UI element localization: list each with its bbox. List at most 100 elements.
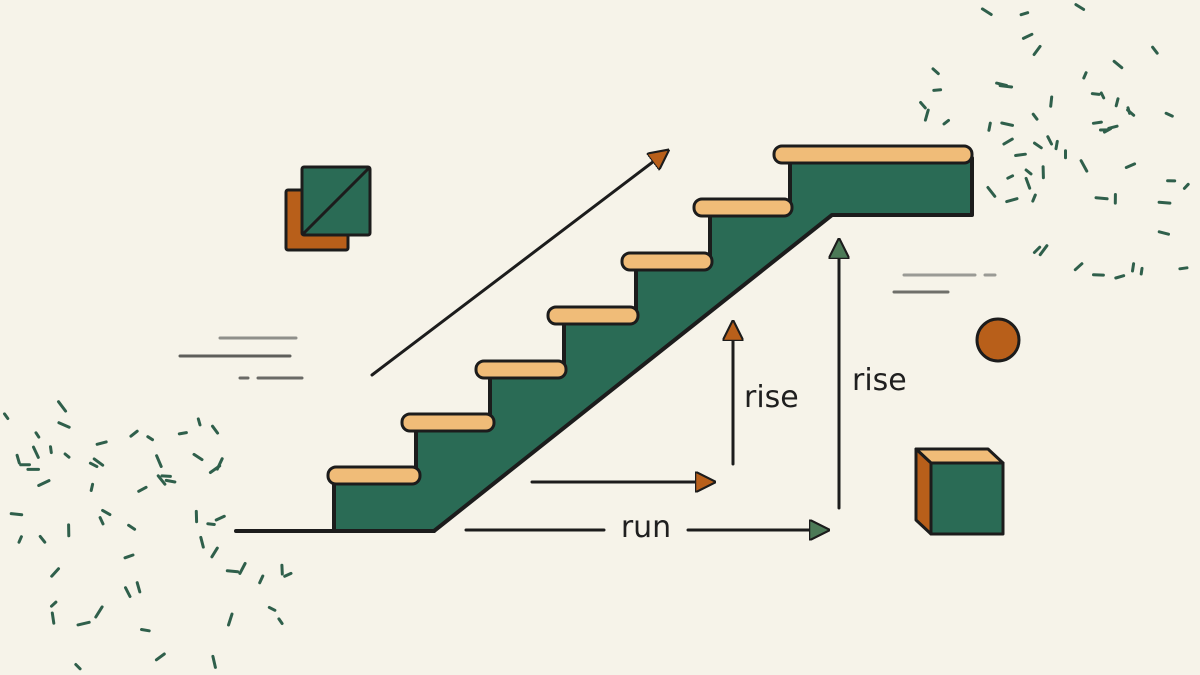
inner-rise-label: rise (744, 380, 799, 415)
decorative-dash (210, 546, 219, 559)
decorative-dash (199, 535, 205, 549)
decorative-dash (146, 435, 154, 442)
decorative-dash (986, 186, 997, 198)
decorative-dash (942, 118, 950, 126)
decorative-dash (1005, 197, 1019, 204)
decorative-dash (1074, 3, 1086, 11)
decorative-dash (196, 417, 202, 427)
decorative-dash (1033, 141, 1043, 150)
decorative-dash (1114, 274, 1126, 280)
decorative-dash (50, 611, 56, 625)
decorative-dash (1038, 244, 1049, 257)
decorative-dash (74, 663, 82, 671)
tread-3 (474, 359, 568, 380)
decorative-dash (98, 516, 105, 526)
tread-1 (326, 465, 422, 486)
decorative-dash (49, 445, 53, 455)
decorative-dash (1131, 262, 1136, 273)
decorative-dash (1164, 111, 1174, 118)
decorative-dash (206, 522, 216, 526)
decorative-dash (57, 421, 71, 429)
decorative-dash (225, 569, 240, 574)
decorative-dash (1157, 230, 1170, 236)
decorative-dash (987, 121, 992, 132)
decorative-dash (1082, 71, 1088, 80)
tread-6 (692, 197, 794, 218)
decorative-dash (258, 574, 265, 585)
decorative-dash (89, 482, 95, 492)
tread-4 (546, 305, 640, 326)
decorative-dash (1099, 91, 1106, 100)
decorative-dash (1024, 176, 1032, 190)
decorative-dash (1054, 139, 1059, 151)
decorative-dash (1021, 32, 1034, 40)
cube-icon (914, 447, 1005, 536)
decorative-dash (88, 461, 99, 469)
outer-rise-label: rise (852, 363, 907, 398)
staircase-body (332, 156, 974, 533)
stacked-squares-icon (284, 165, 372, 252)
decorative-dash (283, 571, 293, 578)
decorative-dash (214, 514, 226, 522)
decorative-dash (1090, 92, 1101, 96)
decorative-dash (124, 586, 132, 598)
decorative-dash (1091, 120, 1103, 125)
decorative-dash (1151, 45, 1159, 55)
decorative-dash (38, 534, 47, 544)
decorative-dash (50, 567, 60, 578)
decorative-dash (1139, 266, 1144, 276)
decorative-dash (76, 620, 91, 627)
decorative-dash (1073, 262, 1084, 272)
decorative-dash (155, 454, 163, 468)
decorative-dash (94, 605, 104, 619)
decorative-dash (227, 612, 234, 627)
decorative-dash (995, 81, 1008, 87)
decorative-dash (3, 412, 10, 420)
decorative-dash (1049, 95, 1054, 108)
decorative-dash (1032, 245, 1042, 254)
decorative-dash (1046, 135, 1053, 146)
decorative-dash (192, 452, 204, 462)
speed-lines-left (178, 336, 304, 380)
decorative-dash (135, 581, 142, 594)
decorative-dash (932, 88, 943, 92)
decorative-dash (17, 535, 23, 544)
decorative-dash (63, 452, 71, 459)
decorative-dash (101, 508, 112, 517)
decorative-dash (1002, 137, 1014, 146)
run-label: run (621, 510, 671, 545)
decorative-dash (32, 445, 40, 459)
stair-treads (326, 144, 974, 486)
decorative-dash (57, 400, 68, 413)
decorative-dash (1157, 200, 1172, 205)
decorative-dash (1126, 106, 1132, 115)
decorative-dash (137, 485, 148, 493)
decorative-dashes-bottom-left (3, 400, 293, 671)
decorative-dash (123, 553, 135, 560)
decorative-dash (215, 457, 224, 471)
decorative-dash (1079, 159, 1089, 173)
decorative-dash (1019, 11, 1030, 17)
decorative-dash (1178, 266, 1189, 271)
upward-direction-arrow (370, 152, 666, 377)
decorative-dash (1032, 44, 1042, 56)
decorative-dash (160, 474, 172, 478)
decorative-dash (50, 600, 58, 608)
decorative-dash (1031, 112, 1039, 121)
decorative-dash (980, 7, 993, 16)
tread-2 (400, 412, 496, 433)
decorative-dash (92, 457, 105, 467)
decorative-dash (1112, 59, 1124, 70)
decorative-dash (1182, 182, 1190, 190)
decorative-dash (154, 652, 166, 662)
circle-icon (975, 317, 1021, 363)
decorative-dash (164, 478, 177, 484)
decorative-dash (931, 67, 940, 76)
decorative-dash (1103, 127, 1113, 134)
decorative-dash (129, 429, 139, 438)
decorative-dash (1014, 152, 1027, 157)
speed-lines-right (892, 273, 997, 294)
decorative-dash (238, 562, 247, 575)
decorative-dash (1114, 97, 1120, 108)
